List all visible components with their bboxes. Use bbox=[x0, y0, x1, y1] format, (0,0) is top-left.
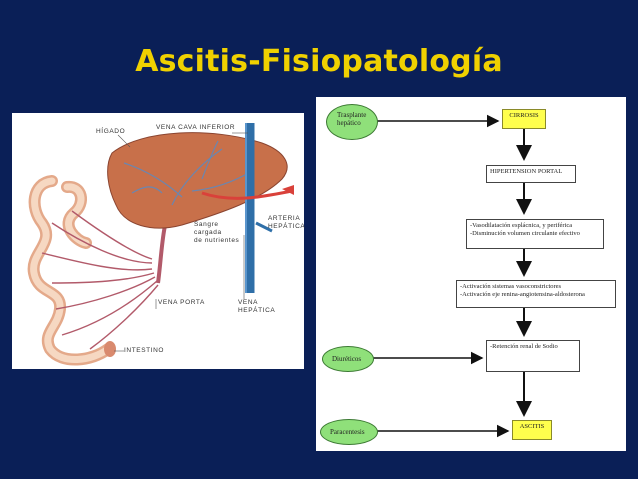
intestine-end bbox=[104, 341, 116, 357]
box-vaso-line2: -Disminución volumen circulante efectivo bbox=[470, 230, 580, 237]
box-vaso-line1: -Vasodilatación esplácnica, y periférica bbox=[470, 222, 573, 229]
liver-shape bbox=[107, 132, 288, 229]
box-act-line2: -Activación eje renina-angiotensina-aldo… bbox=[460, 291, 585, 298]
label-liver: HÍGADO bbox=[96, 128, 126, 135]
label-blood-2: cargada bbox=[194, 229, 222, 236]
label-artery-2: HEPÁTICA bbox=[268, 223, 306, 230]
liver-illustration-panel: HÍGADO VENA CAVA INFERIOR ARTERIA HEPÁTI… bbox=[12, 113, 306, 369]
hepatic-artery bbox=[201, 189, 293, 200]
label-artery-1: ARTERIA bbox=[268, 215, 301, 222]
box-ascitis: ASCITIS bbox=[512, 420, 552, 440]
oval-transplant-line1: Trasplante bbox=[337, 111, 367, 119]
artery-arrow bbox=[282, 185, 294, 195]
box-vasodilatacion: -Vasodilatación esplácnica, y periférica… bbox=[466, 219, 604, 249]
flowchart-arrows bbox=[372, 114, 532, 438]
label-intestine: INTESTINO bbox=[124, 347, 165, 354]
oval-transplant-line2: hepático bbox=[337, 119, 361, 127]
liver-anatomy-drawing bbox=[27, 123, 294, 366]
label-blood-1: Sangre bbox=[194, 221, 219, 228]
blood-arrow bbox=[255, 221, 273, 233]
label-ivc: VENA CAVA INFERIOR bbox=[156, 124, 236, 131]
liver-veins bbox=[123, 140, 253, 206]
flowchart-panel: Trasplante hepático CIRROSIS HIPERTENSIO… bbox=[316, 97, 626, 451]
box-cirrosis: CIRROSIS bbox=[502, 109, 546, 129]
box-activacion: -Activación sistemas vasoconstrictores -… bbox=[456, 280, 616, 308]
page-title: Ascitis-Fisiopatología bbox=[135, 44, 503, 79]
oval-diuretics: Diuréticos bbox=[322, 346, 374, 372]
label-hepatic-vein-2: HEPÁTICA bbox=[238, 307, 276, 314]
label-portal-vein: VENA PORTA bbox=[158, 299, 205, 306]
label-hepatic-vein-1: VENA bbox=[238, 299, 259, 306]
box-retencion: -Retención renal de Sodio bbox=[486, 340, 580, 372]
box-hipertension: HIPERTENSION PORTAL bbox=[486, 165, 576, 183]
label-blood-3: de nutrientes bbox=[194, 237, 240, 244]
oval-transplant: Trasplante hepático bbox=[326, 104, 378, 140]
oval-paracentesis-label: Paracentesis bbox=[330, 428, 365, 436]
oval-diuretics-label: Diuréticos bbox=[332, 355, 362, 363]
mesenteric-veins bbox=[41, 210, 159, 350]
box-act-line1: -Activación sistemas vasoconstrictores bbox=[460, 283, 562, 290]
oval-paracentesis: Paracentesis bbox=[320, 419, 378, 445]
